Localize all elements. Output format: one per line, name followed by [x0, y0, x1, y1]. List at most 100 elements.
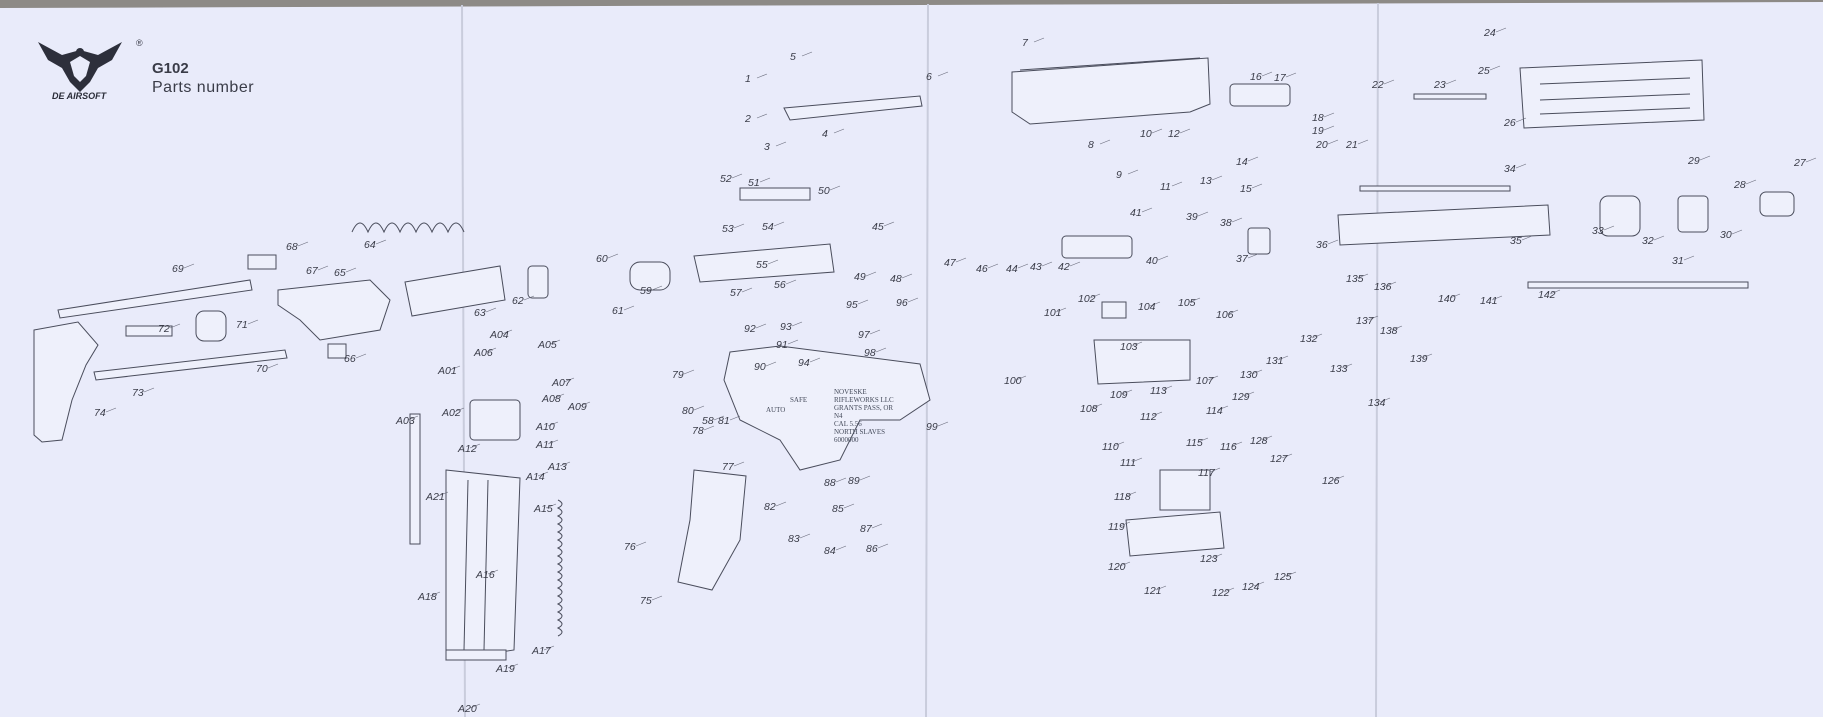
- part-number-label: 97: [858, 329, 871, 341]
- part-number-label: A04: [489, 329, 509, 341]
- part-number-label: 78: [692, 425, 704, 437]
- part-number-label: 34: [1504, 163, 1516, 175]
- leader-line: [345, 267, 357, 273]
- part-number-label: 60: [596, 253, 608, 265]
- part-number-label: 30: [1720, 229, 1732, 241]
- leader-line: [469, 443, 481, 449]
- part-number-label: 6: [926, 71, 932, 83]
- leader-line: [1197, 437, 1209, 443]
- part-number-label: 59: [640, 285, 652, 297]
- selector-mark-auto: AUTO: [766, 406, 785, 414]
- leader-line: [1261, 435, 1273, 441]
- part-number-label: 52: [720, 173, 732, 185]
- leader-line: [693, 405, 705, 411]
- leader-line: [1119, 521, 1131, 527]
- part-number-label: 13: [1200, 175, 1212, 187]
- part-number-label: 105: [1178, 297, 1196, 309]
- leader-line: [1231, 217, 1243, 223]
- part-number-label: A16: [475, 569, 495, 581]
- engraving-line-4: CAL 5.56: [834, 420, 862, 428]
- leader-line: [1261, 71, 1273, 77]
- leader-line: [1179, 128, 1191, 134]
- leader-line: [1209, 467, 1221, 473]
- barrel-assembly: [1061, 185, 1795, 289]
- leader-line: [317, 265, 329, 271]
- part-number-label: 85: [832, 503, 844, 515]
- part-number-label: 67: [306, 265, 319, 277]
- leader-line: [1033, 37, 1045, 43]
- part-number-label: 31: [1672, 255, 1684, 267]
- leader-line: [1149, 301, 1161, 307]
- part-number-label: 24: [1483, 27, 1496, 39]
- part-number-label: 58: [702, 415, 714, 427]
- leader-line: [1357, 273, 1369, 279]
- leader-line: [713, 415, 725, 421]
- part-number-label: 69: [172, 263, 184, 275]
- part-number-label: 101: [1044, 307, 1062, 319]
- leader-line: [1171, 181, 1183, 187]
- part-number-label: 98: [864, 347, 876, 359]
- leader-line: [545, 503, 557, 509]
- part-number-label: 99: [926, 421, 938, 433]
- leader-line: [1131, 341, 1143, 347]
- model-number: G102: [152, 60, 189, 77]
- part-number-label: 25: [1477, 65, 1490, 77]
- leader-line: [729, 415, 741, 421]
- leader-line: [1227, 309, 1239, 315]
- part-number-label: A20: [457, 703, 477, 715]
- leader-line: [485, 347, 497, 353]
- part-number-label: 103: [1120, 341, 1138, 353]
- part-number-label: 88: [824, 477, 836, 489]
- part-number-label: 50: [818, 185, 830, 197]
- part-number-label: 131: [1266, 355, 1284, 367]
- leader-line: [1745, 179, 1757, 185]
- part-number-label: 40: [1146, 255, 1158, 267]
- part-number-label: 118: [1114, 491, 1131, 503]
- upper-receiver: [1011, 57, 1705, 129]
- part-number-label: 96: [896, 297, 908, 309]
- leader-line: [683, 369, 695, 375]
- part-number-label: 70: [256, 363, 268, 375]
- part-number-label: 10: [1140, 128, 1152, 140]
- part-number-label: A17: [531, 645, 552, 657]
- part-number-label: 104: [1138, 301, 1156, 313]
- part-number-label: 102: [1078, 293, 1096, 305]
- part-number-label: A06: [473, 347, 493, 359]
- leader-line: [1243, 391, 1255, 397]
- leader-line: [857, 299, 869, 305]
- part-number-label: 110: [1102, 441, 1119, 453]
- part-number-label: 141: [1480, 295, 1498, 307]
- part-number-label: 71: [236, 319, 248, 331]
- part-number-label: 135: [1346, 273, 1364, 285]
- part-number-label: 38: [1220, 217, 1232, 229]
- gearbox-assembly: [1093, 301, 1225, 557]
- leader-line: [651, 595, 663, 601]
- leader-line: [741, 287, 753, 293]
- stock-assembly: [33, 222, 549, 443]
- leader-line: [407, 415, 419, 421]
- leader-line: [759, 177, 771, 183]
- part-number-label: 133: [1330, 363, 1348, 375]
- part-number-label: 63: [474, 307, 486, 319]
- part-number-label: 66: [344, 353, 356, 365]
- part-number-label: 42: [1058, 261, 1070, 273]
- leader-line: [1155, 585, 1167, 591]
- leader-line: [765, 361, 777, 367]
- part-number-label: A14: [525, 471, 545, 483]
- leader-line: [835, 477, 847, 483]
- part-number-label: 23: [1433, 79, 1446, 91]
- leader-line: [833, 128, 845, 134]
- part-number-label: 74: [94, 407, 106, 419]
- leader-line: [865, 271, 877, 277]
- part-number-label: 20: [1315, 139, 1328, 151]
- leader-line: [703, 425, 715, 431]
- part-number-label: 19: [1312, 125, 1324, 137]
- leader-line: [987, 263, 999, 269]
- leader-line: [1231, 441, 1243, 447]
- part-number-label: 119: [1108, 521, 1125, 533]
- leader-line: [1127, 169, 1139, 175]
- leader-line: [143, 387, 155, 393]
- part-number-label: 26: [1503, 117, 1516, 129]
- leader-line: [1549, 289, 1561, 295]
